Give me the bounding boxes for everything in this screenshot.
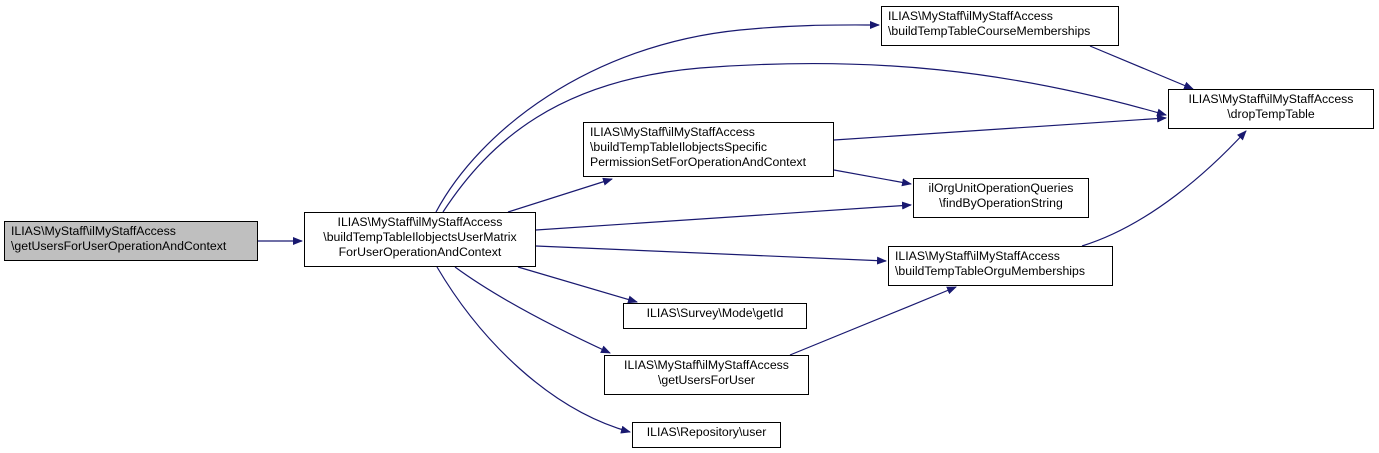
edge-n1-to-n3 [442,62,1167,213]
edge-n1-to-n5 [535,201,912,231]
node-label-line: \buildTempTableOrguMemberships [895,264,1086,278]
edge-n4-to-n5 [833,169,912,187]
node-Repository-user[interactable]: ILIAS\Repository\user [632,422,781,448]
edge-n1-to-n9 [436,266,631,434]
node-label-line: ILIAS\MyStaff\ilMyStaffAccess [624,358,789,372]
node-label-line: ILIAS\MyStaff\ilMyStaffAccess [888,9,1053,23]
node-label-line: \getUsersForUser [657,373,756,387]
node-label-line: ILIAS\MyStaff\ilMyStaffAccess [1188,92,1354,106]
node-label-line: \buildTempTableCourseMemberships [888,24,1091,38]
node-label-line: \findByOperationString [939,196,1063,210]
node-label-line: \getUsersForUserOperationAndContext [11,239,227,253]
edge-n1-to-n6 [535,245,887,265]
node-getUsersForUserOperationAndContext[interactable]: ILIAS\MyStaff\ilMyStaffAccess \getUsersF… [4,221,258,261]
edge-n1-to-n7 [517,266,638,304]
node-getUsersForUser[interactable]: ILIAS\MyStaff\ilMyStaffAccess \getUsersF… [604,355,809,395]
node-Survey-Mode-getId[interactable]: ILIAS\Survey\Mode\getId [623,303,807,329]
node-label-line: \buildTempTableIlobjectsUserMatrix [323,230,517,244]
node-label-line: \dropTempTable [1227,107,1315,121]
node-label-line: ILIAS\MyStaff\ilMyStaffAccess [590,125,755,139]
node-buildTempTableOrguMemberships[interactable]: ILIAS\MyStaff\ilMyStaffAccess \buildTemp… [888,246,1113,286]
edge-n4-to-n3 [833,114,1167,141]
node-label-line: \buildTempTableIlobjectsSpecific [590,140,768,154]
node-label-line: ILIAS\MyStaff\ilMyStaffAccess [337,215,503,229]
node-buildTempTableIlobjectsUserMatrixForUserOperationAndContext[interactable]: ILIAS\MyStaff\ilMyStaffAccess \buildTemp… [304,212,536,267]
edge-n2-to-n3 [1089,45,1194,90]
node-label-line: ILIAS\Repository\user [646,425,767,439]
node-findByOperationString[interactable]: ilOrgUnitOperationQueries \findByOperati… [913,178,1089,218]
edge-n1-to-n2 [435,20,880,213]
node-label-line: ILIAS\MyStaff\ilMyStaffAccess [895,249,1060,263]
node-dropTempTable[interactable]: ILIAS\MyStaff\ilMyStaffAccess \dropTempT… [1168,89,1374,129]
node-buildTempTableCourseMemberships[interactable]: ILIAS\MyStaff\ilMyStaffAccess \buildTemp… [881,6,1119,46]
node-label-line: ilOrgUnitOperationQueries [928,181,1074,195]
node-label-line: PermissionSetForOperationAndContext [590,155,806,169]
node-label-line: ILIAS\MyStaff\ilMyStaffAccess [11,224,176,238]
node-label-line: ForUserOperationAndContext [338,245,502,259]
node-label-line: ILIAS\Survey\Mode\getId [646,306,784,320]
edge-n1-to-n4 [507,177,613,213]
edge-n8-to-n6 [789,286,957,356]
edge-n1-to-n8 [454,266,611,354]
node-buildTempTableIlobjectsSpecificPermissionSetForOperationAndContext[interactable]: ILIAS\MyStaff\ilMyStaffAccess \buildTemp… [583,122,834,177]
edge-n6-to-n3 [1081,130,1247,247]
